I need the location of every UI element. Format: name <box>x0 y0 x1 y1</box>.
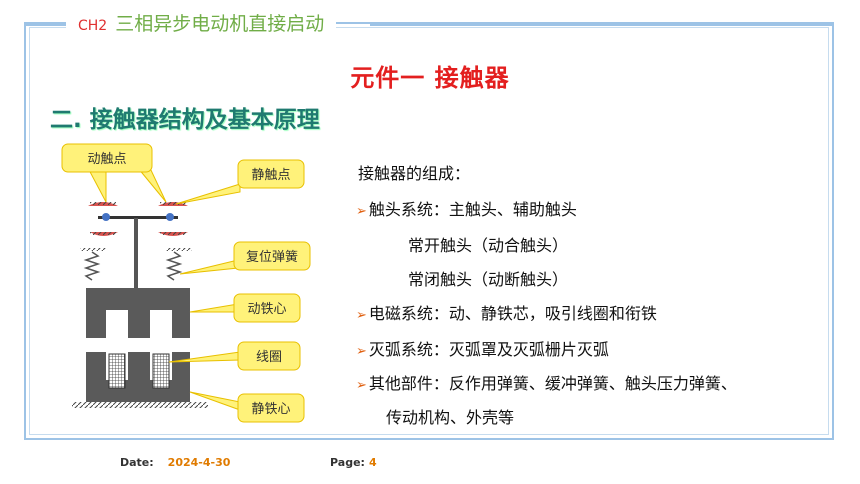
label-static-contact: 静触点 <box>251 168 290 183</box>
footer-page: Page:4 <box>330 456 377 469</box>
chapter-code: CH2 <box>78 18 108 34</box>
footer-date: Date: 2024-4-30 <box>120 456 230 469</box>
callout-static-core: 静铁心 <box>189 391 305 423</box>
static-core-shape <box>86 352 190 402</box>
moving-contact-bar <box>90 213 188 236</box>
coil-left <box>108 353 126 389</box>
chapter-title: 三相异步电动机直接启动 <box>115 13 325 35</box>
chapter-header: CH2 三相异步电动机直接启动 <box>66 9 337 36</box>
slide-frame-outer <box>24 22 834 440</box>
list-item: ➢其他部件：反作用弹簧、缓冲弹簧、触头压力弹簧、 <box>356 374 737 393</box>
date-value: 2024-4-30 <box>167 456 231 469</box>
callout-static-contact: 静触点 <box>175 159 305 205</box>
callout-moving-contact: 动触点 <box>61 143 167 203</box>
slide-frame-inner <box>29 27 829 435</box>
label-moving-contact: 动触点 <box>87 152 126 167</box>
page-number: 4 <box>368 456 377 469</box>
callout-return-spring: 复位弹簧 <box>179 241 311 275</box>
list-item: ➢触头系统：主触头、辅助触头 <box>356 200 577 219</box>
base-hatch <box>72 402 208 408</box>
date-label: Date: <box>120 456 154 469</box>
contactor-diagram: 动触点 静触点 复位弹簧 动铁心 线圈 静铁心 <box>58 140 318 430</box>
push-rod <box>134 218 138 288</box>
page-label: Page: <box>330 456 365 469</box>
list-item: ➢灭弧系统：灭弧罩及灭弧栅片灭弧 <box>356 340 609 359</box>
coil-right <box>152 353 170 389</box>
label-moving-core: 动铁心 <box>247 302 286 317</box>
list-item: 常开触头（动合触头） <box>408 236 569 255</box>
slide-title: 元件一 接触器 <box>350 64 510 92</box>
label-return-spring: 复位弹簧 <box>246 249 298 265</box>
label-coil: 线圈 <box>256 350 282 365</box>
spring-right <box>165 251 183 281</box>
callout-coil: 线圈 <box>168 341 301 371</box>
label-static-core: 静铁心 <box>251 402 290 417</box>
spring-left <box>83 251 101 281</box>
header-line-right <box>370 24 834 26</box>
static-contact-left <box>88 202 118 206</box>
list-item: 常闭触头（动断触头） <box>408 270 569 289</box>
callout-moving-core: 动铁心 <box>189 293 301 323</box>
moving-core-shape <box>86 288 190 338</box>
header-line-left <box>24 24 72 26</box>
list-item: ➢电磁系统：动、静铁芯，吸引线圈和衔铁 <box>356 304 657 323</box>
section-title: 二. 接触器结构及基本原理 <box>50 107 320 133</box>
list-item: 传动机构、外壳等 <box>386 408 515 427</box>
content-heading: 接触器的组成： <box>358 164 471 183</box>
